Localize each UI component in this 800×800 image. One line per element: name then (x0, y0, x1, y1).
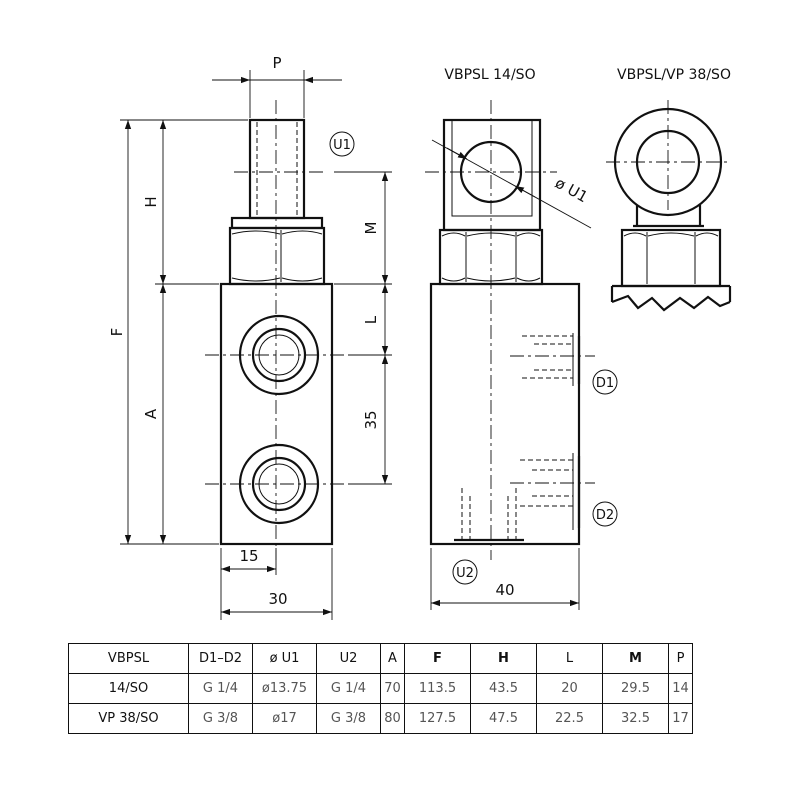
table-cell: 43.5 (470, 673, 537, 704)
callout-u1: U1 (329, 131, 355, 157)
dim-p-label: P (272, 54, 281, 72)
valve-body (219, 282, 334, 546)
table-cell: 113.5 (404, 673, 471, 704)
callout-d2: D2 (592, 501, 618, 527)
dim-30-label: 30 (268, 590, 287, 608)
fitting-tube (248, 118, 306, 220)
table-cell: ø17 (252, 703, 317, 734)
callout-u2: U2 (452, 559, 478, 585)
table-cell: 47.5 (470, 703, 537, 734)
table-header-cell: VBPSL (68, 643, 189, 674)
table-header-cell: U2 (316, 643, 381, 674)
table-cell: VP 38/SO (68, 703, 189, 734)
side-view-title: VBPSL 14/SO (444, 67, 535, 83)
dim-h-label: H (142, 196, 160, 207)
table-header-cell: L (536, 643, 603, 674)
table-row: 14/SO G 1/4 ø13.75 G 1/4 70 113.5 43.5 2… (68, 673, 693, 704)
callout-d1: D1 (592, 369, 618, 395)
dim-m-label: M (362, 222, 380, 235)
table-cell: 17 (668, 703, 693, 734)
front-dimensions: P F H A M L 35 15 30 (108, 54, 392, 620)
dim-f-label: F (108, 328, 126, 337)
table-cell: 32.5 (602, 703, 669, 734)
dim-40-label: 40 (495, 581, 514, 599)
hex-nut (228, 226, 326, 286)
table-header-cell: D1–D2 (188, 643, 253, 674)
table-header-cell: M (602, 643, 669, 674)
table-header-cell: H (470, 643, 537, 674)
banjo-head (442, 118, 542, 232)
callout-d2-text: D2 (596, 508, 614, 523)
table-cell: 22.5 (536, 703, 603, 734)
fitting-collar (230, 216, 324, 230)
table-cell: 20 (536, 673, 603, 704)
table-cell: ø13.75 (252, 673, 317, 704)
table-cell: G 1/4 (316, 673, 381, 704)
table-cell: 14/SO (68, 673, 189, 704)
table-header-cell: ø U1 (252, 643, 317, 674)
table-cell: G 3/8 (188, 703, 253, 734)
technical-drawing: P F H A M L 35 15 30 (108, 54, 732, 620)
dim-l-label: L (362, 315, 380, 324)
break-line (611, 294, 731, 312)
top-view-title: VBPSL/VP 38/SO (617, 67, 731, 83)
dim-15-label: 15 (239, 547, 258, 565)
table-header-cell: P (668, 643, 693, 674)
table-cell: 80 (380, 703, 405, 734)
side-body (429, 282, 581, 546)
table-cell: 14 (668, 673, 693, 704)
dim-u1-label: ø U1 (552, 174, 591, 206)
table-header-row: VBPSL D1–D2 ø U1 U2 A F H L M P (68, 643, 693, 674)
side-view (425, 100, 595, 560)
table-header-cell: A (380, 643, 405, 674)
dim-a-label: A (142, 408, 160, 419)
spec-table: VBPSL D1–D2 ø U1 U2 A F H L M P 14/SO G … (68, 643, 693, 734)
callout-u1-text: U1 (333, 138, 351, 153)
table-cell: 29.5 (602, 673, 669, 704)
table-header-cell: F (404, 643, 471, 674)
top-hex-nut (620, 228, 722, 288)
table-cell: 70 (380, 673, 405, 704)
front-view (205, 100, 350, 560)
dim-35-label: 35 (362, 410, 380, 429)
table-cell: 127.5 (404, 703, 471, 734)
table-cell: G 3/8 (316, 703, 381, 734)
table-row: VP 38/SO G 3/8 ø17 G 3/8 80 127.5 47.5 2… (68, 703, 693, 734)
table-cell: G 1/4 (188, 673, 253, 704)
callout-u2-text: U2 (456, 566, 474, 581)
callout-d1-text: D1 (596, 376, 614, 391)
top-view (606, 100, 732, 312)
